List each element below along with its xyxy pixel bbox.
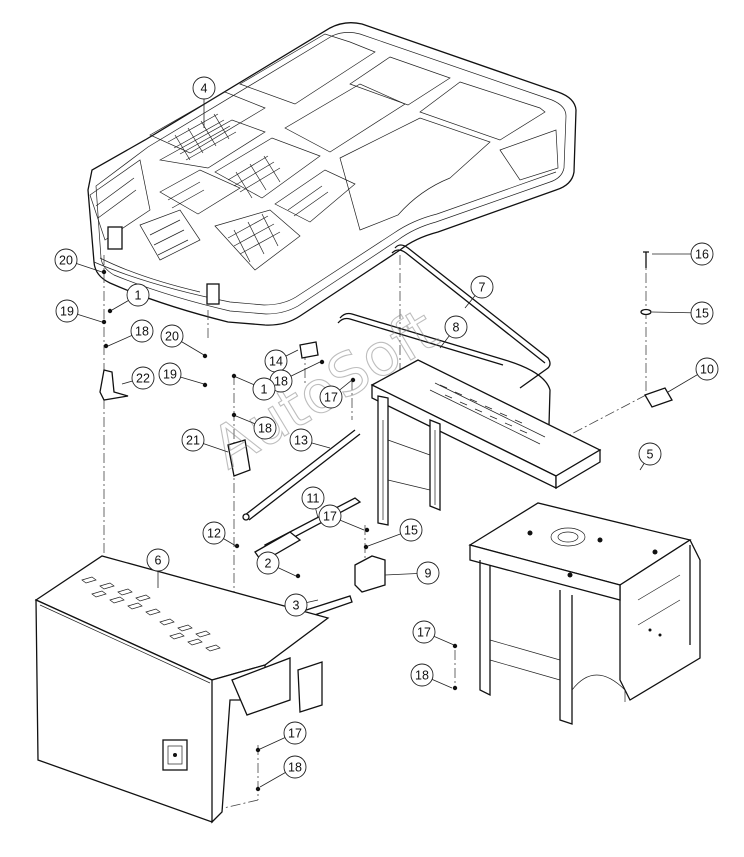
callout-circle-9 <box>416 561 440 585</box>
callout-number-20: 20 <box>59 254 73 268</box>
callout-circle-18 <box>410 663 434 687</box>
callout-number-5: 5 <box>647 448 654 462</box>
callout-number-1: 1 <box>135 289 142 303</box>
callout-circle-13 <box>289 428 313 452</box>
callout-number-16: 16 <box>695 248 709 262</box>
callout-number-3: 3 <box>293 599 300 613</box>
small-parts <box>99 251 673 792</box>
callout-circle-7 <box>470 275 494 299</box>
callout-circle-22 <box>131 366 155 390</box>
callout-circle-16 <box>690 242 714 266</box>
callout-number-19: 19 <box>163 368 177 382</box>
callout-number-2: 2 <box>265 557 272 571</box>
frame-assembly <box>370 359 701 725</box>
callout-circle-21 <box>181 428 205 452</box>
callout-circle-4 <box>192 76 216 100</box>
callout-number-6: 6 <box>155 554 162 568</box>
callout-number-20: 20 <box>165 330 179 344</box>
callout-number-4: 4 <box>201 82 208 96</box>
callout-number-14: 14 <box>269 355 283 369</box>
callout-circle-15 <box>399 518 423 542</box>
callout-circle-11 <box>301 486 325 510</box>
callout-circle-18 <box>283 755 307 779</box>
handrails <box>337 244 551 426</box>
callout-number-21: 21 <box>186 434 200 448</box>
callout-labels: 4 20 1 19 18 20 22 19 14 18 1 17 18 21 13 11 12 17 15 2 3 9 6 7… <box>54 76 719 788</box>
callout-number-18: 18 <box>258 422 272 436</box>
callout-number-9: 9 <box>425 567 432 581</box>
callout-number-13: 13 <box>294 434 308 448</box>
roof-panel <box>87 22 577 326</box>
callout-circle-6 <box>146 548 170 572</box>
callout-number-18: 18 <box>274 375 288 389</box>
callout-circle-17 <box>283 721 307 745</box>
callout-circle-18 <box>253 416 277 440</box>
callout-number-18: 18 <box>135 325 149 339</box>
callout-number-10: 10 <box>700 363 714 377</box>
callout-circle-2 <box>256 551 280 575</box>
callout-circle-17 <box>318 504 342 528</box>
callout-number-19: 19 <box>60 305 74 319</box>
callout-circle-5 <box>638 442 662 466</box>
callout-number-1: 1 <box>261 383 268 397</box>
callout-number-11: 11 <box>307 492 320 506</box>
callout-number-7: 7 <box>479 281 486 295</box>
callout-number-17: 17 <box>323 510 337 524</box>
callout-number-15: 15 <box>695 307 709 321</box>
assembly-lines <box>103 255 647 811</box>
callout-number-18: 18 <box>415 669 429 683</box>
callout-circle-17 <box>319 385 343 409</box>
callout-circle-3 <box>284 593 308 617</box>
callout-number-8: 8 <box>453 321 460 335</box>
callout-number-12: 12 <box>207 527 221 541</box>
callout-number-17: 17 <box>324 391 338 405</box>
callout-circle-19 <box>55 299 79 323</box>
callout-circle-1 <box>252 377 276 401</box>
callout-circle-18 <box>130 319 154 343</box>
callout-circle-17 <box>412 620 436 644</box>
callout-number-18: 18 <box>288 761 302 775</box>
callout-number-22: 22 <box>136 372 150 386</box>
callout-circle-8 <box>444 315 468 339</box>
callout-number-15: 15 <box>404 524 418 538</box>
callout-circle-20 <box>54 248 78 272</box>
callout-number-17: 17 <box>417 626 431 640</box>
callout-circle-19 <box>158 362 182 386</box>
side-panel-assembly <box>34 555 330 824</box>
callout-circle-10 <box>695 357 719 381</box>
callout-circle-1 <box>126 283 150 307</box>
callout-circle-12 <box>202 521 226 545</box>
callout-number-17: 17 <box>288 727 302 741</box>
callout-circle-15 <box>690 301 714 325</box>
callout-circle-20 <box>160 324 184 348</box>
